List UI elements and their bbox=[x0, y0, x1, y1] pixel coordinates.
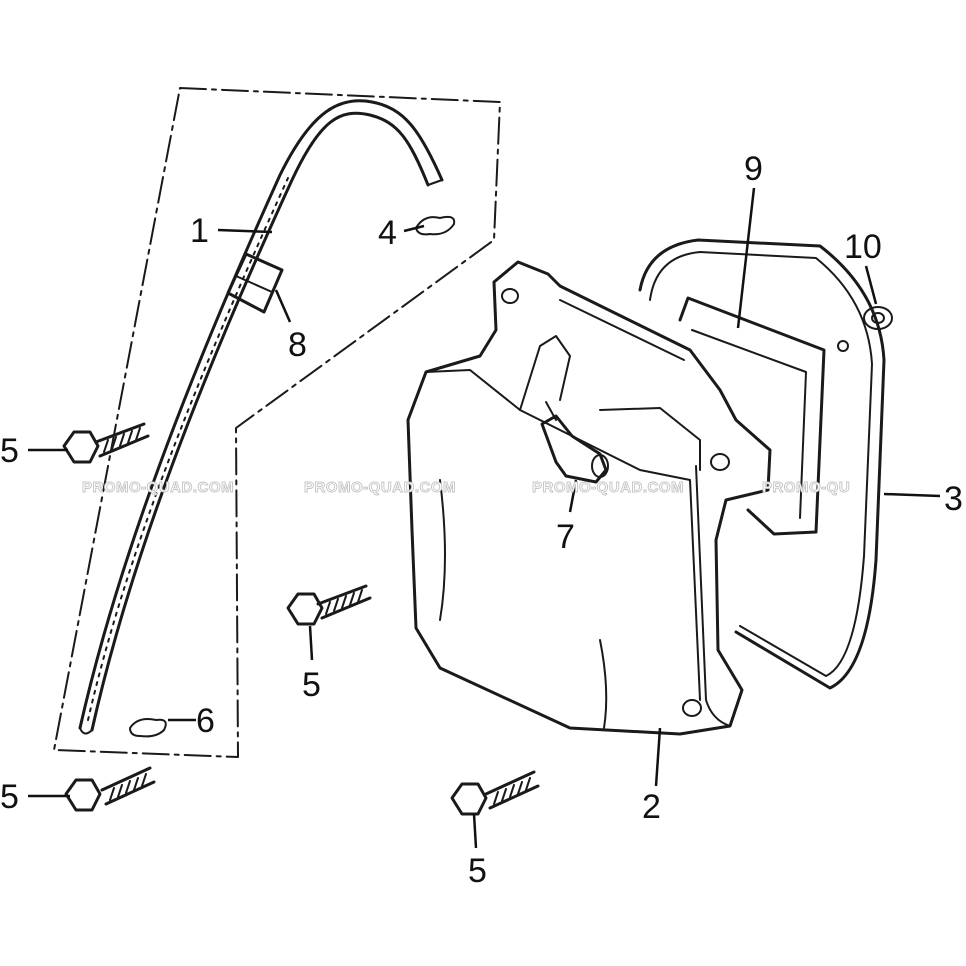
bolt-part-5-d[interactable] bbox=[450, 770, 540, 816]
watermark-text-3: PROMO-QUAD.COM bbox=[532, 479, 684, 496]
watermark-text-1: PROMO-QUAD.COM bbox=[82, 479, 234, 496]
watermark-text-4: PROMO-QU bbox=[762, 479, 850, 496]
label-part-5-c: 5 bbox=[0, 778, 19, 816]
fitting-part-7[interactable] bbox=[540, 401, 609, 484]
cover-part-2[interactable] bbox=[406, 260, 772, 736]
label-part-10: 10 bbox=[844, 228, 882, 266]
label-part-5-a: 5 bbox=[0, 432, 19, 470]
part-labels: 1 2 3 4 5 5 5 5 6 7 8 9 10 bbox=[0, 150, 963, 890]
grommet-part-10[interactable] bbox=[837, 306, 893, 352]
bolt-part-5-a[interactable] bbox=[62, 422, 150, 464]
label-part-4: 4 bbox=[378, 214, 397, 252]
gasket-part-3[interactable] bbox=[638, 238, 886, 690]
label-part-1: 1 bbox=[190, 212, 209, 250]
plate-part-9[interactable] bbox=[678, 296, 826, 536]
watermark-text-2: PROMO-QUAD.COM bbox=[304, 479, 456, 496]
label-part-2: 2 bbox=[642, 788, 661, 826]
watermark: PROMO-QUAD.COM PROMO-QUAD.COM PROMO-QUAD… bbox=[82, 479, 851, 497]
bolt-part-5-b[interactable] bbox=[286, 584, 372, 626]
assembly-boundary bbox=[53, 87, 501, 758]
bolt-part-5-c[interactable] bbox=[64, 766, 156, 812]
clip-part-6[interactable] bbox=[129, 718, 167, 738]
sleeve-part-8[interactable] bbox=[226, 252, 284, 314]
label-part-5-b: 5 bbox=[302, 666, 321, 704]
label-part-6: 6 bbox=[196, 702, 215, 740]
label-part-5-d: 5 bbox=[468, 852, 487, 890]
label-part-8: 8 bbox=[288, 326, 307, 364]
clip-part-4[interactable] bbox=[415, 215, 456, 236]
hose-part-1[interactable] bbox=[78, 99, 444, 735]
leader-lines bbox=[28, 187, 941, 849]
label-part-7: 7 bbox=[556, 518, 575, 556]
label-part-3: 3 bbox=[944, 480, 963, 518]
label-part-9: 9 bbox=[744, 150, 763, 188]
